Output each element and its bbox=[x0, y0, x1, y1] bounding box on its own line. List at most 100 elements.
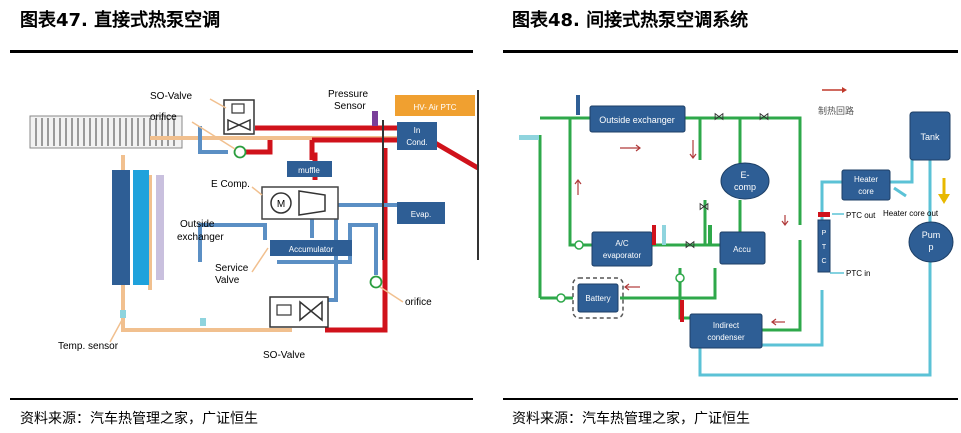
accumulator-label: Accumulator bbox=[289, 245, 334, 254]
e-comp-label-line2: comp bbox=[734, 182, 756, 192]
indirect-condenser-label-line2: condenser bbox=[707, 333, 745, 342]
pump-label-line1: Pum bbox=[922, 230, 941, 240]
temp-sensor-label: Temp. sensor bbox=[58, 341, 119, 352]
left-figure-title: 图表47. 直接式热泵空调 bbox=[20, 10, 221, 31]
orifice-bottom-label: orifice bbox=[405, 297, 432, 308]
battery-box bbox=[577, 283, 619, 313]
temp-sensor-marker-2 bbox=[200, 318, 206, 326]
so-valve-top-leader bbox=[209, 98, 227, 109]
orifice-top-icon bbox=[233, 145, 247, 159]
compressor-icon bbox=[298, 190, 326, 216]
indirect-condenser-label-line1: Indirect bbox=[713, 321, 740, 330]
right-bottom-rule bbox=[503, 398, 958, 400]
e-comp-leader bbox=[251, 186, 263, 196]
valve-icon-2: ⋈ bbox=[759, 111, 770, 123]
expansion-valve-icon-2 bbox=[556, 293, 566, 303]
hv-air-ptc-box bbox=[395, 95, 475, 116]
valve-icon-1: ⋈ bbox=[714, 111, 725, 123]
expansion-valve-icon-1 bbox=[574, 240, 584, 250]
red-high-pressure-pipes bbox=[236, 125, 480, 333]
so-valve-top-label: SO-Valve bbox=[150, 91, 192, 102]
heater-core-label-line1: Heater bbox=[854, 175, 878, 184]
accumulator-label: Accu bbox=[733, 245, 751, 254]
e-comp-ellipse bbox=[720, 162, 770, 200]
ptc-in-label: PTC in bbox=[846, 269, 870, 278]
right-top-rule bbox=[503, 50, 958, 53]
cyan-coolant-pipes bbox=[698, 150, 932, 377]
accumulator-box bbox=[719, 231, 766, 265]
tank-box bbox=[909, 111, 951, 161]
left-bottom-rule bbox=[10, 398, 473, 400]
e-comp-label: E Comp. bbox=[211, 179, 250, 190]
ac-evaporator-label-line2: evaporator bbox=[603, 251, 642, 260]
heater-core-label-line2: core bbox=[858, 187, 874, 196]
direct-heat-pump-diagram: HV- Air PTC In Cond. Pressure Sensor Eva… bbox=[29, 89, 480, 361]
outside-exchanger-fan bbox=[133, 170, 149, 285]
radiator-grille bbox=[29, 115, 183, 149]
heater-core-box bbox=[841, 169, 891, 201]
yellow-flow-arrow-head bbox=[938, 194, 950, 204]
in-cond-label-line1: In bbox=[414, 126, 421, 135]
evaporator-label: Evap. bbox=[411, 210, 431, 219]
battery-label: Battery bbox=[585, 294, 610, 303]
outside-exchanger-box bbox=[589, 105, 686, 133]
ptc-box bbox=[817, 219, 831, 273]
expansion-valve-icon-3 bbox=[675, 273, 685, 283]
legend-heating-loop: 制热回路 bbox=[818, 105, 854, 116]
accumulator-box bbox=[270, 240, 352, 256]
evaporator-box bbox=[397, 202, 445, 224]
right-source-note: 资料来源：汽车热管理之家，广证恒生 bbox=[512, 411, 750, 427]
green-refrigerant-pipes bbox=[538, 116, 802, 332]
service-valve-label-line1: Service bbox=[215, 263, 249, 274]
muffle-label: muffle bbox=[298, 166, 320, 175]
tank-label: Tank bbox=[920, 132, 940, 142]
valve-icon-3: ⋈ bbox=[699, 201, 710, 213]
sensor-marker-cyan-1 bbox=[662, 225, 666, 245]
ptc-out-marker bbox=[818, 212, 830, 217]
so-valve-bottom-label: SO-Valve bbox=[263, 350, 305, 361]
motor-symbol: M bbox=[277, 199, 285, 210]
sensor-marker-red-1 bbox=[652, 225, 656, 245]
outside-exchanger-label-line1: Outside bbox=[180, 219, 215, 230]
muffle-box bbox=[287, 161, 332, 177]
hv-air-ptc-label: HV- Air PTC bbox=[413, 103, 456, 112]
ac-evaporator-box bbox=[591, 231, 653, 267]
orifice-top-label: orifice bbox=[150, 112, 177, 123]
ptc-out-label: PTC out bbox=[846, 211, 876, 220]
left-source-note: 资料来源：汽车热管理之家，广证恒生 bbox=[20, 411, 258, 427]
motor-icon bbox=[270, 192, 292, 214]
ptc-label-line2: T bbox=[822, 244, 827, 251]
outside-exchanger-label: Outside exchanger bbox=[599, 115, 675, 125]
inlet-pipe-stub bbox=[519, 135, 539, 140]
in-cond-label-line2: Cond. bbox=[406, 138, 427, 147]
pressure-sensor-label-line1: Pressure bbox=[328, 89, 368, 100]
orifice-top-leader bbox=[191, 121, 236, 150]
sensor-marker-green-1 bbox=[708, 225, 712, 245]
service-valve-label-line2: Valve bbox=[215, 275, 240, 286]
outside-exchanger-panel bbox=[112, 170, 130, 285]
indirect-condenser-box bbox=[689, 313, 763, 349]
heater-core-out-label: Heater core out bbox=[883, 209, 939, 218]
sensor-marker-red-2 bbox=[680, 300, 684, 322]
sensor-top-left bbox=[576, 95, 580, 115]
orifice-bottom-icon bbox=[369, 275, 383, 289]
service-valve-leader bbox=[251, 247, 269, 273]
indirect-heat-pump-diagram: Outside exchanger ⋈ ⋈ ⋈ ⋈ 制热回路 E- comp T… bbox=[519, 87, 954, 377]
in-cond-box bbox=[397, 122, 437, 150]
pressure-sensor-label-line2: Sensor bbox=[334, 101, 366, 112]
orifice-bottom-leader bbox=[379, 286, 404, 303]
tan-refrigerant-pipes bbox=[121, 136, 400, 332]
valve-icon-4: ⋈ bbox=[685, 239, 696, 251]
ptc-label-line3: C bbox=[821, 258, 826, 265]
ptc-label-line1: P bbox=[822, 230, 827, 237]
legend-arrow-head bbox=[842, 87, 847, 93]
temp-sensor-leader bbox=[109, 319, 123, 343]
outside-exchanger-shroud bbox=[156, 175, 164, 280]
outside-exchanger-label-line2: exchanger bbox=[177, 232, 224, 243]
temp-sensor-marker-1 bbox=[120, 310, 126, 318]
ac-evaporator-label-line1: A/C bbox=[615, 239, 629, 248]
pressure-sensor-marker bbox=[372, 111, 378, 126]
pump-ellipse bbox=[908, 221, 954, 263]
left-top-rule bbox=[10, 50, 473, 53]
